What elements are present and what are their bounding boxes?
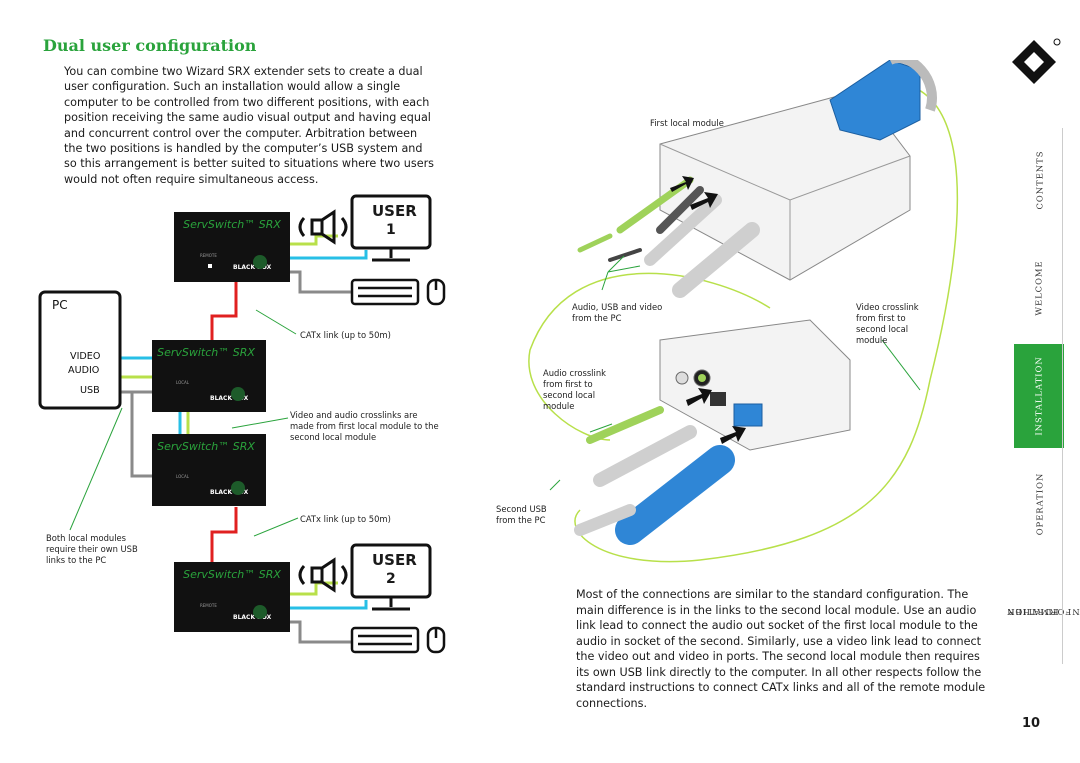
pc-usb-second-cable [130,392,156,478]
svg-text:REMOTE: REMOTE [200,253,217,258]
nav-tab-installation[interactable]: INSTALLATION [1014,344,1064,448]
nav-tab-operation[interactable]: OPERATION [1034,472,1045,536]
intro-paragraph: You can combine two Wizard SRX extender … [64,65,435,186]
user1-number: 1 [386,222,396,238]
remote-module-1: ServSwitch™ SRX REMOTE BLACK BOX [174,212,290,282]
pc-label: PC [52,298,68,312]
user2-label: USER [372,551,417,569]
keyboard-icon [350,278,420,306]
user1-video-cable [290,250,368,260]
user1-label: USER [372,202,417,220]
speaker-icon [298,209,348,245]
body-paragraph: Most of the connections are similar to t… [576,588,986,710]
video-crosslink-loop [574,83,959,563]
keyboard-icon [350,626,420,654]
pc-box [38,290,122,410]
nav-divider [1062,128,1063,664]
mouse-icon [426,278,446,306]
audio-crosslink-loop [528,272,771,441]
svg-text:ServSwitch™ SRX: ServSwitch™ SRX [183,568,281,581]
svg-text:ServSwitch™ SRX: ServSwitch™ SRX [157,440,255,453]
monitor-icon [350,194,432,262]
crosslinks-label: Video and audio crosslinks are made from… [290,410,439,442]
nav-tab-welcome[interactable]: WELCOME [1034,260,1044,316]
nav-tab-contents[interactable]: CONTENTS [1034,150,1044,210]
svg-text:LOCAL: LOCAL [176,380,190,385]
catx-link-bottom-cable [210,507,238,564]
page-number: 10 [1022,716,1041,731]
video-crosslink-label: Video crosslink from first to second loc… [856,302,919,345]
monitor-icon [350,543,432,611]
svg-text:ServSwitch™ SRX: ServSwitch™ SRX [157,346,255,359]
svg-text:BLACK BOX: BLACK BOX [233,264,272,271]
pc-port-audio: AUDIO [68,365,100,376]
svg-text:BLACK BOX: BLACK BOX [210,395,249,402]
local-module-2: ServSwitch™ SRX LOCAL BLACK BOX [152,434,266,506]
wiring-diagram: ServSwitch™ SRX REMOTE BLACK BOX ServSwi… [38,194,446,654]
user2-number: 2 [386,571,396,587]
audio-usb-video-label: Audio, USB and video from the PC [572,302,663,323]
catx-link-top-cable [210,282,238,344]
svg-text:BLACK BOX: BLACK BOX [210,489,249,496]
vga-connector-top [829,60,937,141]
catx-link-bottom-label: CATx link (up to 50m) [300,514,391,524]
user1-usb-cable [290,270,352,294]
user2-usb-cable [290,620,352,644]
local-module-1: ServSwitch™ SRX LOCAL BLACK BOX [152,340,266,412]
usb-links-note: Both local modules require their own USB… [46,533,138,565]
second-local-module [659,319,851,451]
page-title: Dual user configuration [43,36,257,55]
black-box-logo-icon [1012,38,1061,84]
first-local-module-label: First local module [650,118,724,128]
speaker-icon [298,557,348,593]
svg-text:ServSwitch™ SRX: ServSwitch™ SRX [183,218,281,231]
svg-text:LOCAL: LOCAL [176,474,190,479]
mouse-icon [426,626,446,654]
user2-audio-cable [290,581,338,596]
svg-text:REMOTE: REMOTE [200,603,217,608]
user2-video-cable [290,600,368,610]
pc-port-video: VIDEO [70,351,101,362]
audio-crosslink-label: Audio crosslink from first to second loc… [543,368,606,411]
second-usb-label: Second USB from the PC [496,504,547,525]
pc-port-usb: USB [80,385,100,396]
catx-link-top-label: CATx link (up to 50m) [300,330,391,340]
remote-module-2: ServSwitch™ SRX REMOTE BLACK BOX [174,562,290,632]
connection-photos [528,60,959,563]
svg-text:BLACK BOX: BLACK BOX [233,614,272,621]
